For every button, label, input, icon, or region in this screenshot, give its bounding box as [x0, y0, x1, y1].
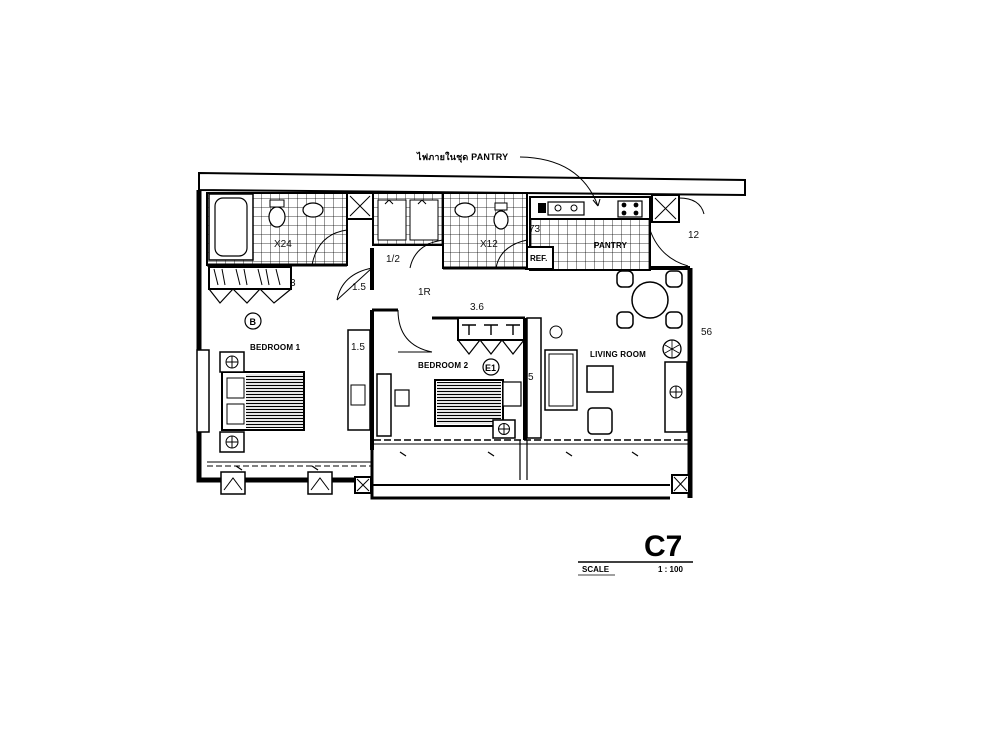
plant-icon [662, 339, 682, 359]
toilet-1 [268, 206, 286, 228]
pantry-light-annotation: ไฟภายในชุด PANTRY [416, 151, 508, 163]
wardrobe-bedroom-1 [208, 266, 292, 304]
bedroom-2-label: BEDROOM 2 [418, 361, 469, 370]
bedroom-2-desk [376, 373, 392, 437]
hand-note-4: 3.6 [470, 302, 484, 313]
bathtub [208, 193, 254, 261]
armchair [587, 407, 613, 435]
bath-1-note: X24 [274, 239, 292, 250]
column-left [354, 476, 372, 494]
refrigerator [526, 246, 554, 270]
pantry-label: PANTRY [594, 241, 628, 250]
column-right [671, 474, 690, 494]
hand-note-2: 1.5 [352, 282, 366, 293]
washbasin-2 [454, 202, 476, 218]
tag-b: B [250, 317, 257, 327]
scale-label: SCALE [582, 565, 610, 574]
ac-units [220, 471, 333, 495]
wardrobe-bedroom-2 [457, 317, 525, 355]
hand-note-8: 56 [701, 327, 713, 338]
bathroom-2-floor [442, 192, 528, 269]
tag-b-circle [244, 312, 262, 330]
dining-set [616, 270, 683, 329]
annotation-leader [519, 156, 599, 207]
hand-note-9: 1/2 [386, 254, 400, 265]
bath-2-note: X12 [480, 239, 498, 250]
living-tv-cabinet [526, 317, 542, 439]
bedroom-1-panel [196, 349, 210, 433]
hand-note-7: 5 [528, 372, 534, 383]
shaft-1 [346, 192, 374, 220]
corridor-strip [198, 171, 746, 197]
toilet-2 [493, 210, 509, 230]
pantry-sink [547, 201, 585, 216]
hand-note-5: 1.5 [351, 342, 365, 353]
washbasin-1 [302, 202, 324, 218]
door-swings [311, 197, 705, 353]
pantry-hob [617, 200, 643, 218]
unit-code: C7 [644, 530, 682, 563]
hand-note-3: 1R [418, 287, 431, 298]
ref-label: REF. [530, 254, 547, 263]
shaft-2 [651, 194, 680, 223]
hand-note-10: 73 [529, 224, 541, 235]
bedroom-1-label: BEDROOM 1 [250, 343, 301, 352]
coffee-table [586, 365, 614, 393]
living-room-label: LIVING ROOM [590, 350, 646, 359]
armchair-accessory [549, 325, 563, 339]
tag-e1-circle [482, 358, 500, 376]
hand-note-6: 12 [688, 230, 700, 241]
scale-value: 1 : 100 [658, 565, 683, 574]
tag-e1: E1 [485, 363, 496, 373]
windows-facade [207, 439, 690, 480]
hand-note-1: 3 [290, 278, 296, 289]
